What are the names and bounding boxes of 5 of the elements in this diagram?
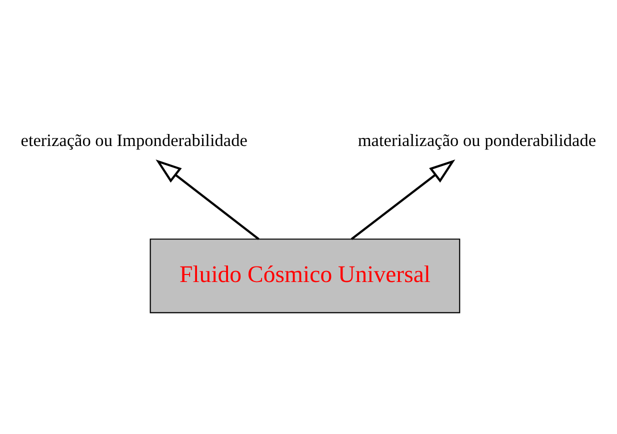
node-text: materialização ou ponderabilidade (358, 130, 596, 150)
node-text: eterização ou Imponderabilidade (20, 130, 248, 150)
arrow (156, 159, 260, 240)
arrow (350, 159, 456, 240)
node-box: Fluido Cósmico Universal (150, 238, 460, 313)
